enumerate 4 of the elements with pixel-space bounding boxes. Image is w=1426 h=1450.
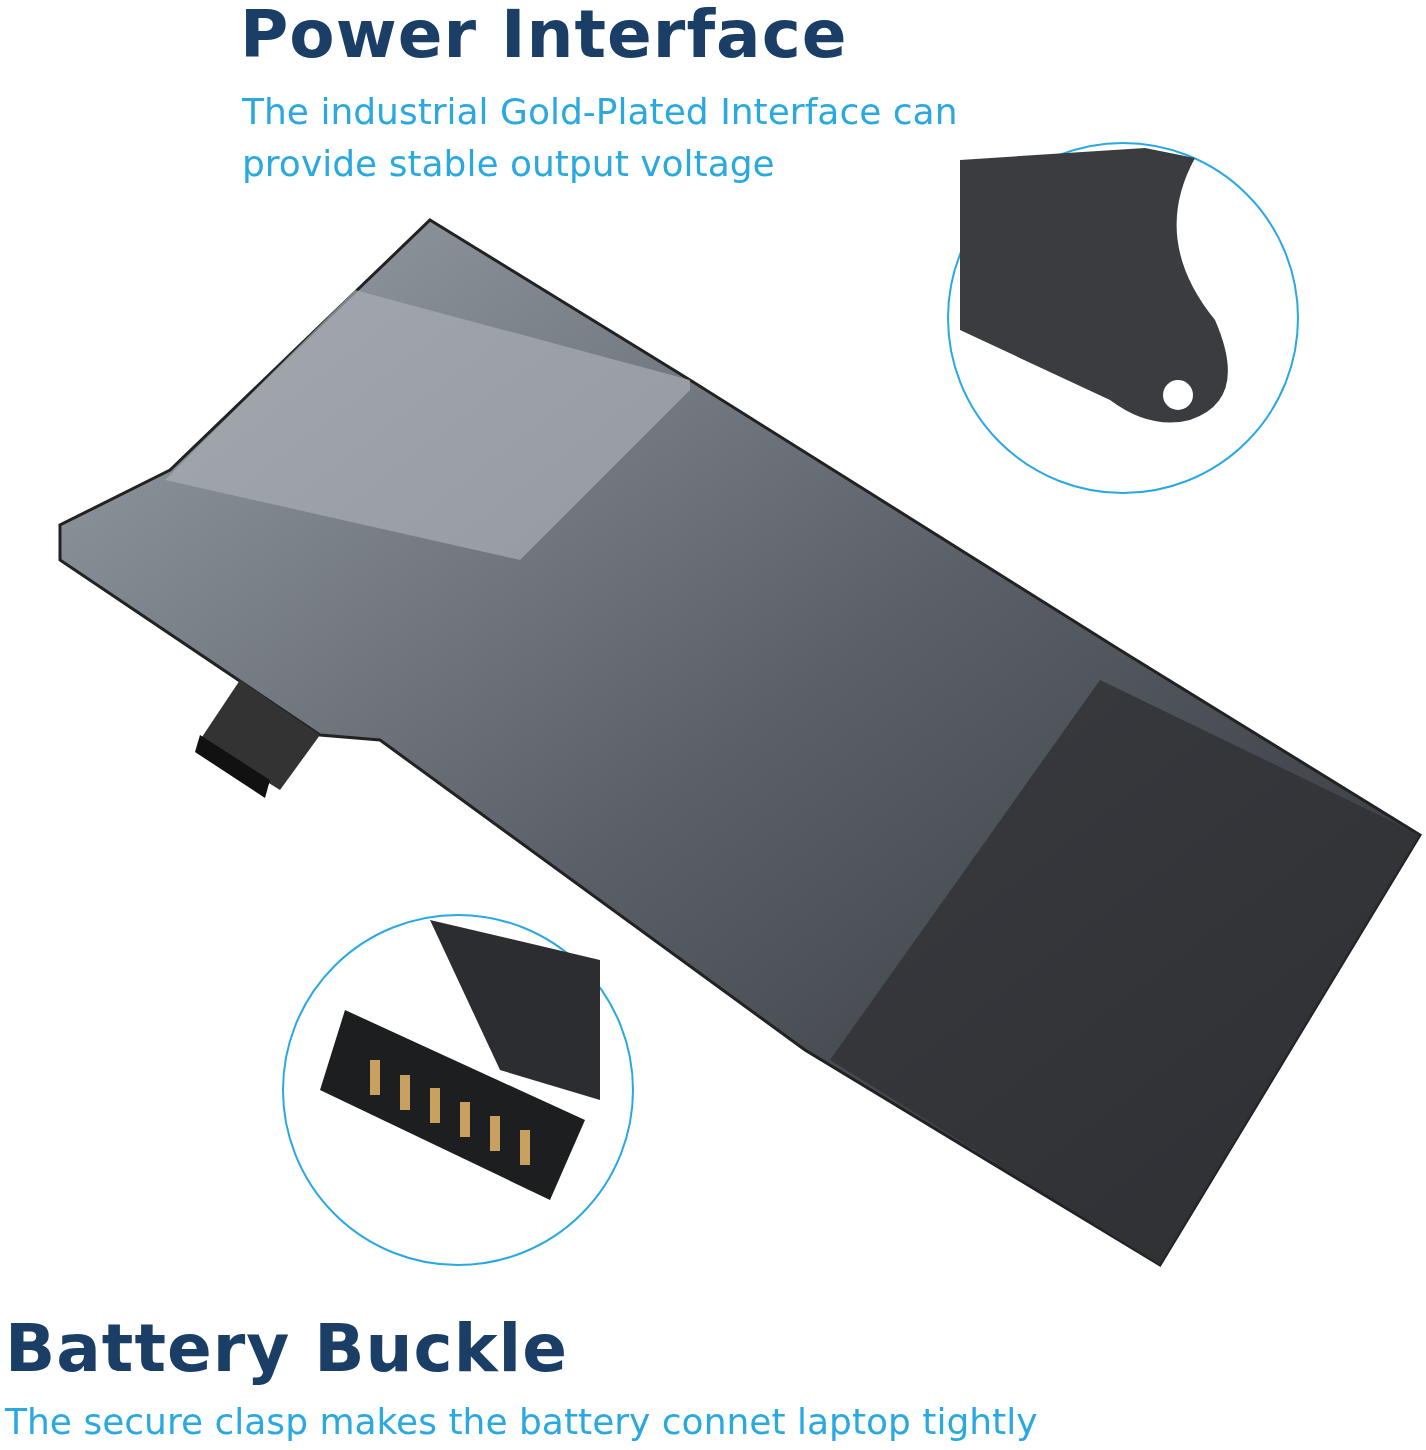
description: The secure clasp makes the battery connet laptop tightly [5, 1400, 1038, 1444]
description: The industrial Gold-Plated Interface can provide stable output voltage [242, 90, 959, 186]
heading: Power Interface [240, 0, 848, 73]
heading: Battery Buckle [5, 1310, 568, 1387]
